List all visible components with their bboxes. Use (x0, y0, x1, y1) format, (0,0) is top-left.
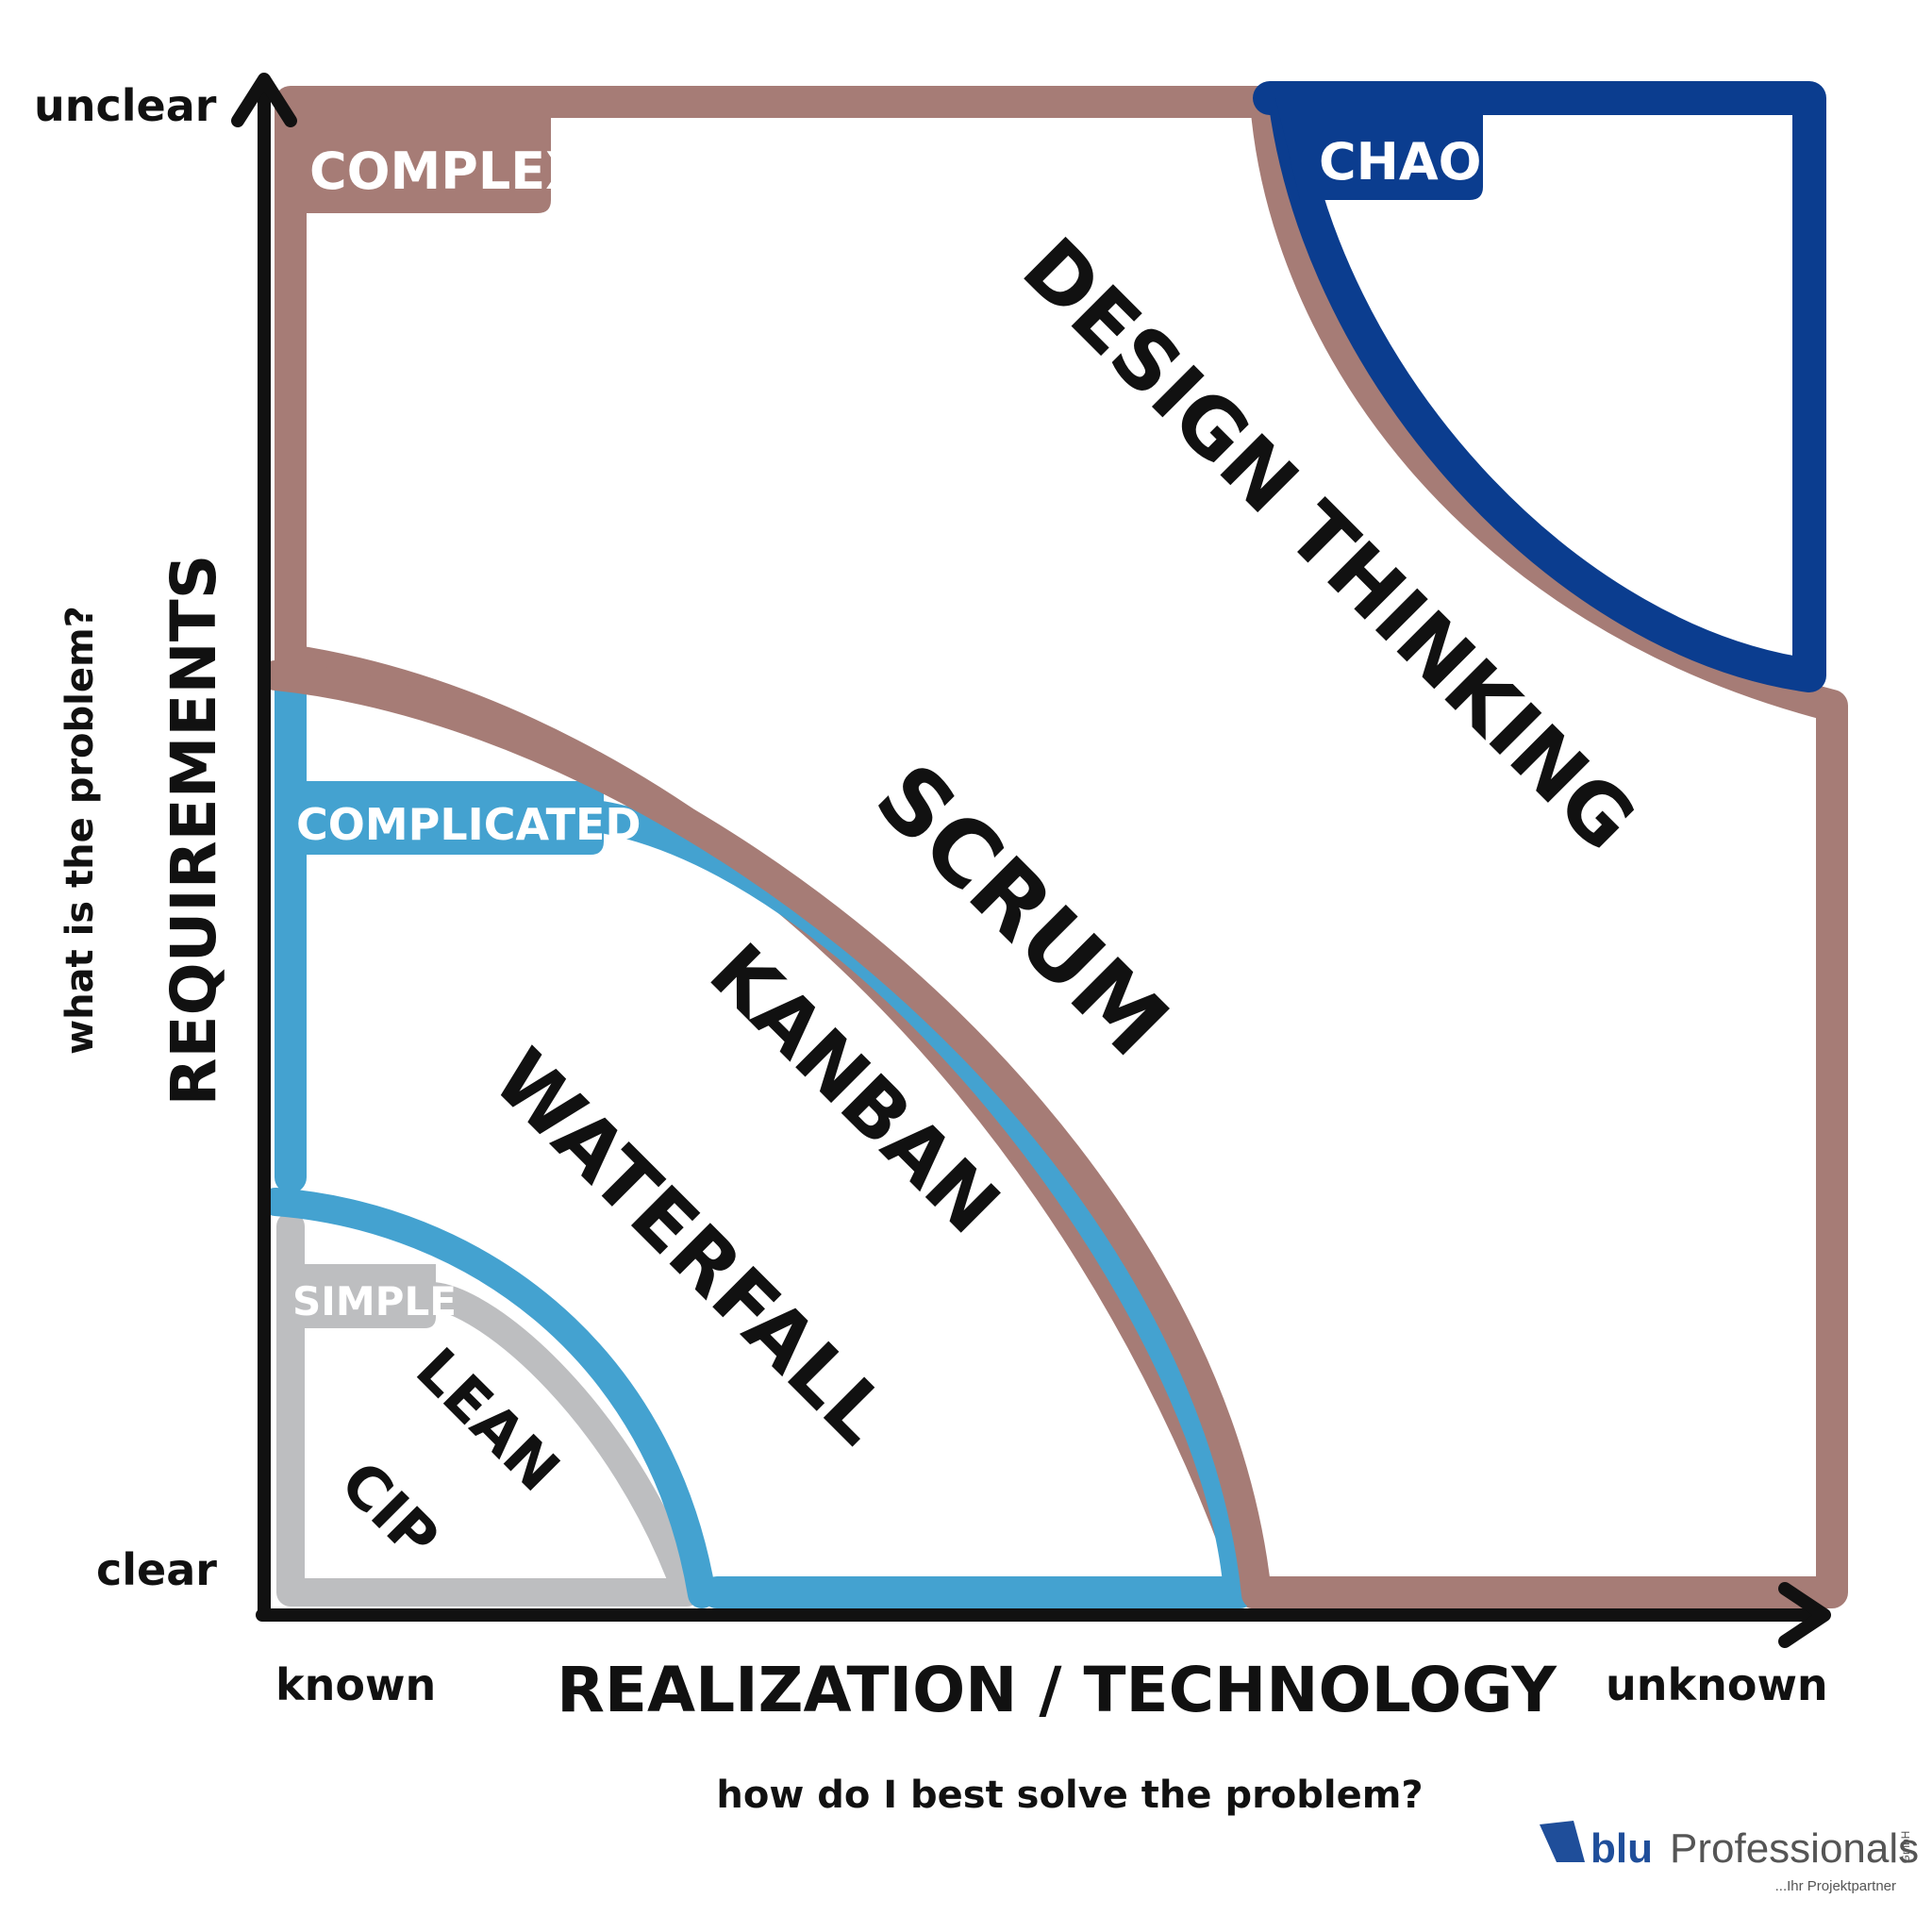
simple-complicated-boundary (261, 1188, 716, 1608)
x-axis-right-label: unknown (1606, 1659, 1828, 1710)
chaos-zone: CHAOS (1253, 81, 1826, 692)
chaos-tag-bg (1275, 98, 1483, 200)
method-cip: CIP (327, 1448, 452, 1573)
logo-name: Professionals (1670, 1825, 1919, 1872)
chaos-tag: CHAOS (1319, 132, 1518, 192)
x-axis-left-label: known (275, 1659, 436, 1710)
logo-mark-icon (1540, 1821, 1585, 1862)
chaos-frame (1253, 81, 1826, 692)
axes (231, 73, 1831, 1648)
logo-legal: GmbH (1899, 1831, 1912, 1864)
simple-tag-bg (281, 1264, 436, 1328)
complicated-frame (275, 673, 1256, 1608)
logo-brand: blu (1591, 1825, 1653, 1872)
complicated-tag: COMPLICATED (296, 799, 641, 850)
x-axis-arrow-icon (1778, 1582, 1831, 1648)
complicated-tag-bg (275, 781, 604, 855)
logo-tagline: ...Ihr Projektpartner (1775, 1878, 1896, 1894)
y-axis-title: REQUIREMENTS (158, 555, 230, 1107)
y-axis-question: what is the problem? (58, 606, 102, 1055)
simple-zone: SIMPLE (276, 1212, 701, 1607)
simple-tag: SIMPLE (292, 1278, 457, 1324)
y-axis-bottom-label: clear (96, 1544, 217, 1595)
complicated-complex-boundary (260, 660, 1272, 1609)
complex-tag-bg (275, 104, 551, 213)
x-axis-title: REALIZATION / TECHNOLOGY (557, 1654, 1557, 1726)
simple-frame (276, 1212, 701, 1607)
complex-tag: COMPLEX (309, 142, 585, 201)
x-axis-question: how do I best solve the problem? (716, 1774, 1423, 1817)
complicated-zone: COMPLICATED (275, 673, 1256, 1608)
y-axis-top-label: unclear (34, 80, 217, 131)
y-axis-arrow-icon (231, 73, 297, 127)
company-logo: blu Professionals GmbH ...Ihr Projektpar… (1540, 1821, 1919, 1894)
